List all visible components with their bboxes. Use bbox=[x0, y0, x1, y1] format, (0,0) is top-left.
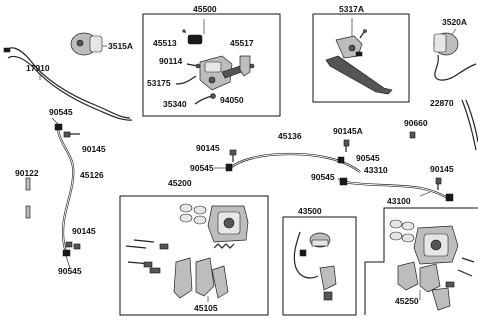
label-90545-d: 90545 bbox=[356, 153, 380, 163]
label-94050: 94050 bbox=[220, 95, 244, 105]
label-90145-a: 90145 bbox=[82, 144, 106, 154]
pins-45200[interactable] bbox=[125, 239, 169, 274]
pins-43100[interactable] bbox=[445, 257, 475, 288]
cap-45513[interactable] bbox=[182, 29, 203, 45]
label-45513: 45513 bbox=[153, 38, 177, 48]
pads-45250[interactable] bbox=[397, 261, 451, 311]
reservoir-43500[interactable] bbox=[293, 231, 337, 301]
caliper-43100[interactable] bbox=[413, 225, 459, 265]
brake-lever-5317A[interactable] bbox=[325, 29, 393, 95]
label-45200: 45200 bbox=[168, 178, 192, 188]
label-45500: 45500 bbox=[193, 4, 217, 14]
brake-hose-45136[interactable] bbox=[225, 152, 361, 173]
box-43500 bbox=[282, 216, 357, 316]
label-3515A: 3515A bbox=[108, 41, 133, 51]
label-43310: 43310 bbox=[364, 165, 388, 175]
label-43100: 43100 bbox=[387, 196, 411, 206]
label-90145A: 90145A bbox=[333, 126, 363, 136]
switch-housing-3520A[interactable] bbox=[433, 32, 477, 81]
bolt-90145-c[interactable] bbox=[229, 149, 237, 162]
label-90660: 90660 bbox=[404, 118, 428, 128]
label-45517: 45517 bbox=[230, 38, 254, 48]
throttle-cable-17910[interactable] bbox=[3, 47, 133, 121]
pistons-43100[interactable] bbox=[389, 219, 415, 243]
pistons-45200[interactable] bbox=[179, 203, 207, 225]
bolt-90145-b[interactable] bbox=[65, 241, 81, 250]
master-cylinder-45500[interactable] bbox=[199, 55, 243, 91]
box-45500 bbox=[142, 13, 281, 117]
label-90114: 90114 bbox=[159, 56, 182, 66]
clip-90122[interactable] bbox=[25, 177, 31, 219]
brake-hose-45126[interactable] bbox=[54, 123, 75, 257]
leader-90545b bbox=[65, 255, 71, 269]
spring-45200[interactable] bbox=[213, 243, 235, 249]
label-17910: 17910 bbox=[26, 63, 50, 73]
box-43100 bbox=[364, 207, 478, 315]
box-45200 bbox=[119, 195, 269, 316]
label-90545-c: 90545 bbox=[190, 163, 214, 173]
leader-90545e bbox=[337, 177, 341, 182]
label-5317A: 5317A bbox=[339, 4, 364, 14]
leader-3520A bbox=[451, 28, 457, 35]
label-43500: 43500 bbox=[298, 206, 322, 216]
screw-90114[interactable] bbox=[186, 63, 201, 69]
throttle-housing[interactable] bbox=[70, 32, 107, 56]
label-90145-d: 90145 bbox=[430, 164, 454, 174]
label-90545-b: 90545 bbox=[58, 266, 82, 276]
bolt-90145-d[interactable] bbox=[435, 177, 442, 190]
part-90660[interactable] bbox=[409, 131, 416, 139]
label-35340: 35340 bbox=[163, 99, 187, 109]
leader-43100 bbox=[419, 191, 431, 197]
bolt-90145-a[interactable] bbox=[63, 131, 80, 138]
box-5317A bbox=[312, 13, 410, 103]
switch-53175[interactable] bbox=[175, 75, 197, 85]
label-3520A: 3520A bbox=[442, 17, 467, 27]
label-90545-a: 90545 bbox=[49, 107, 73, 117]
cable-35340-94050[interactable] bbox=[194, 93, 216, 105]
leader-90545a bbox=[51, 117, 59, 125]
label-45250: 45250 bbox=[395, 296, 419, 306]
label-22870: 22870 bbox=[430, 98, 454, 108]
label-90145-c: 90145 bbox=[196, 143, 220, 153]
brake-hose-43310[interactable] bbox=[339, 177, 454, 202]
bolt-90145A[interactable] bbox=[343, 139, 350, 152]
label-45136: 45136 bbox=[278, 131, 302, 141]
label-45126: 45126 bbox=[80, 170, 104, 180]
pads-45105[interactable] bbox=[173, 257, 229, 299]
cable-22870[interactable] bbox=[461, 99, 478, 151]
label-45105: 45105 bbox=[194, 303, 218, 313]
label-90122: 90122 bbox=[15, 168, 39, 178]
caliper-45200[interactable] bbox=[207, 205, 249, 243]
label-90545-e: 90545 bbox=[311, 172, 335, 182]
bracket-45517[interactable] bbox=[239, 55, 255, 77]
label-90145-b: 90145 bbox=[72, 226, 96, 236]
label-53175: 53175 bbox=[147, 78, 171, 88]
